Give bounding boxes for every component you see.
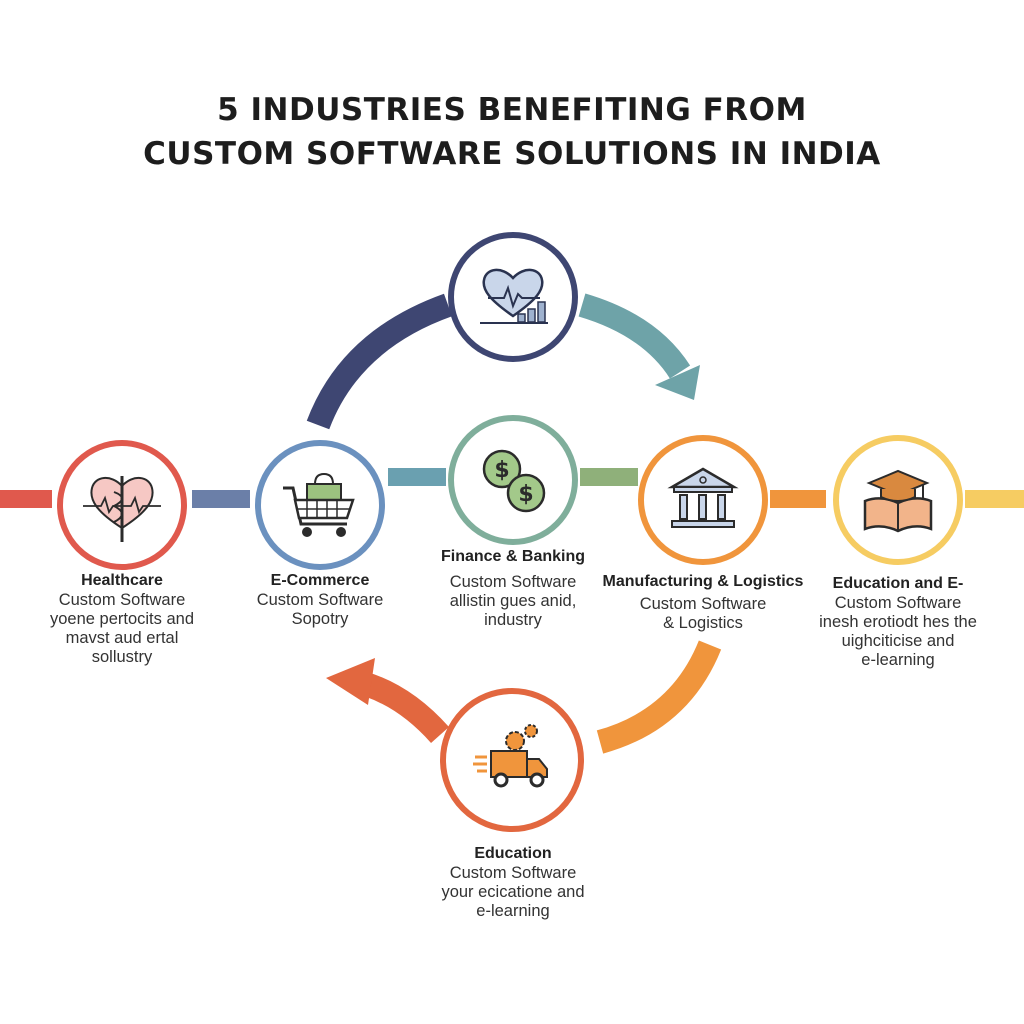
manufacturing-heading: Manufacturing & Logistics	[602, 573, 804, 590]
ecommerce-heading: E-Commerce	[270, 572, 370, 589]
node-top	[448, 232, 578, 362]
healthcare-heading: Healthcare	[81, 572, 163, 589]
connector-health-ecom	[192, 490, 250, 508]
education-e-desc: inesh erotiodt hes the	[819, 613, 977, 631]
label-ecommerce: E-Commerce Custom Software Sopotry	[210, 571, 430, 629]
education-desc: Custom Software	[449, 864, 577, 882]
healthcare-desc: Custom Software	[58, 591, 186, 609]
ecommerce-desc: Custom Software	[256, 591, 384, 609]
node-finance: $ $	[448, 415, 578, 545]
label-education-e: Education and E- Custom Software inesh e…	[788, 574, 1008, 670]
education-e-heading: Education and E-	[832, 575, 964, 592]
healthcare-desc: sollustry	[91, 648, 153, 666]
education-e-desc: uighciticise and	[841, 632, 955, 650]
manufacturing-desc: Custom Software	[639, 595, 767, 613]
ecommerce-desc: Sopotry	[291, 610, 349, 628]
node-healthcare	[57, 440, 187, 570]
label-manufacturing: Manufacturing & Logistics Custom Softwar…	[593, 572, 813, 633]
finance-heading: Finance & Banking	[440, 548, 586, 565]
coins-icon: $ $	[482, 449, 546, 513]
arc-teal	[578, 293, 691, 379]
node-manufacturing	[638, 435, 768, 565]
healthcare-desc: mavst aud ertal	[65, 629, 179, 647]
page-title: 5 INDUSTRIES BENEFITING FROM CUSTOM SOFT…	[0, 88, 1024, 176]
finance-desc: industry	[484, 611, 542, 629]
arrowhead-teal	[655, 365, 700, 400]
title-line-2: CUSTOM SOFTWARE SOLUTIONS IN INDIA	[143, 136, 881, 172]
education-e-desc: Custom Software	[834, 594, 962, 612]
node-ecommerce	[255, 440, 385, 570]
arc-orange	[596, 640, 722, 754]
title-line-1: 5 INDUSTRIES BENEFITING FROM	[217, 92, 807, 128]
svg-text:$: $	[518, 482, 533, 507]
manufacturing-desc: & Logistics	[663, 614, 743, 632]
education-desc: your ecicatione and	[441, 883, 585, 901]
shopping-cart-icon	[283, 472, 355, 537]
arc-navy	[306, 293, 453, 430]
education-desc: e-learning	[476, 902, 550, 920]
connector-fin-mfg	[580, 468, 638, 486]
finance-desc: Custom Software	[449, 573, 577, 591]
education-e-desc: e-learning	[861, 651, 935, 669]
healthcare-desc: yoene pertocits and	[49, 610, 194, 628]
node-education	[440, 688, 584, 832]
bank-building-icon	[667, 467, 739, 528]
finance-desc: allistin gues anid,	[449, 592, 577, 610]
heart-caduceus-icon	[83, 476, 161, 542]
arrowhead-red	[326, 658, 375, 705]
connector-ecom-fin	[388, 468, 446, 486]
connector-right	[965, 490, 1024, 508]
connector-mfg-edu	[770, 490, 826, 508]
label-education: Education Custom Software your ecication…	[403, 844, 623, 921]
node-education-e	[833, 435, 963, 565]
heart-chart-icon	[480, 268, 548, 324]
label-finance: Finance & Banking Custom Software allist…	[403, 547, 623, 630]
education-heading: Education	[474, 845, 552, 862]
graduation-book-icon	[863, 469, 933, 533]
connector-left	[0, 490, 52, 508]
label-healthcare: Healthcare Custom Software yoene pertoci…	[12, 571, 232, 667]
svg-text:$: $	[494, 458, 509, 483]
truck-gears-icon	[473, 724, 548, 788]
